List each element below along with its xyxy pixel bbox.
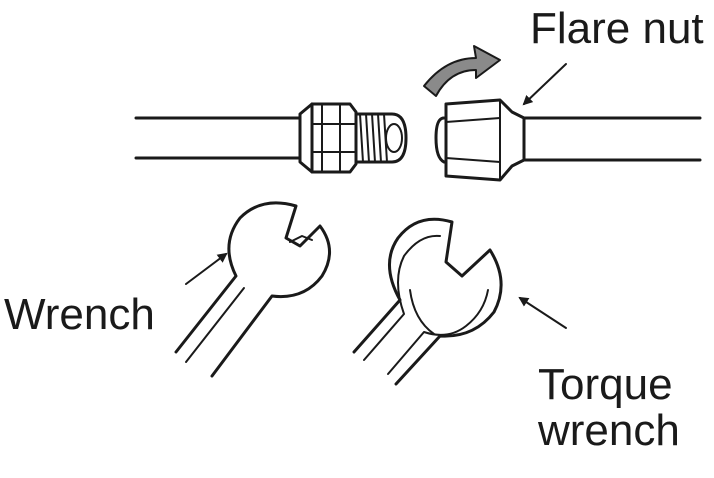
torque-wrench-pointer-icon bbox=[518, 296, 567, 329]
torque-wrench-label-line1: Torque bbox=[538, 360, 673, 409]
flare-nut-pointer-icon bbox=[522, 63, 567, 106]
torque-wrench-label: Torque wrench bbox=[538, 360, 680, 456]
union-fitting bbox=[298, 102, 408, 174]
wrench-pointer-icon bbox=[185, 252, 228, 285]
torque-wrench bbox=[352, 217, 503, 386]
rotation-arrow-icon bbox=[423, 45, 501, 97]
left-pipe bbox=[134, 116, 302, 160]
flare-nut-label: Flare nut bbox=[530, 4, 704, 53]
torque-wrench-label-line2: wrench bbox=[538, 406, 680, 456]
flare-nut bbox=[434, 98, 526, 182]
right-pipe bbox=[522, 116, 702, 162]
open-end-wrench bbox=[174, 201, 331, 378]
wrench-label: Wrench bbox=[4, 290, 155, 339]
